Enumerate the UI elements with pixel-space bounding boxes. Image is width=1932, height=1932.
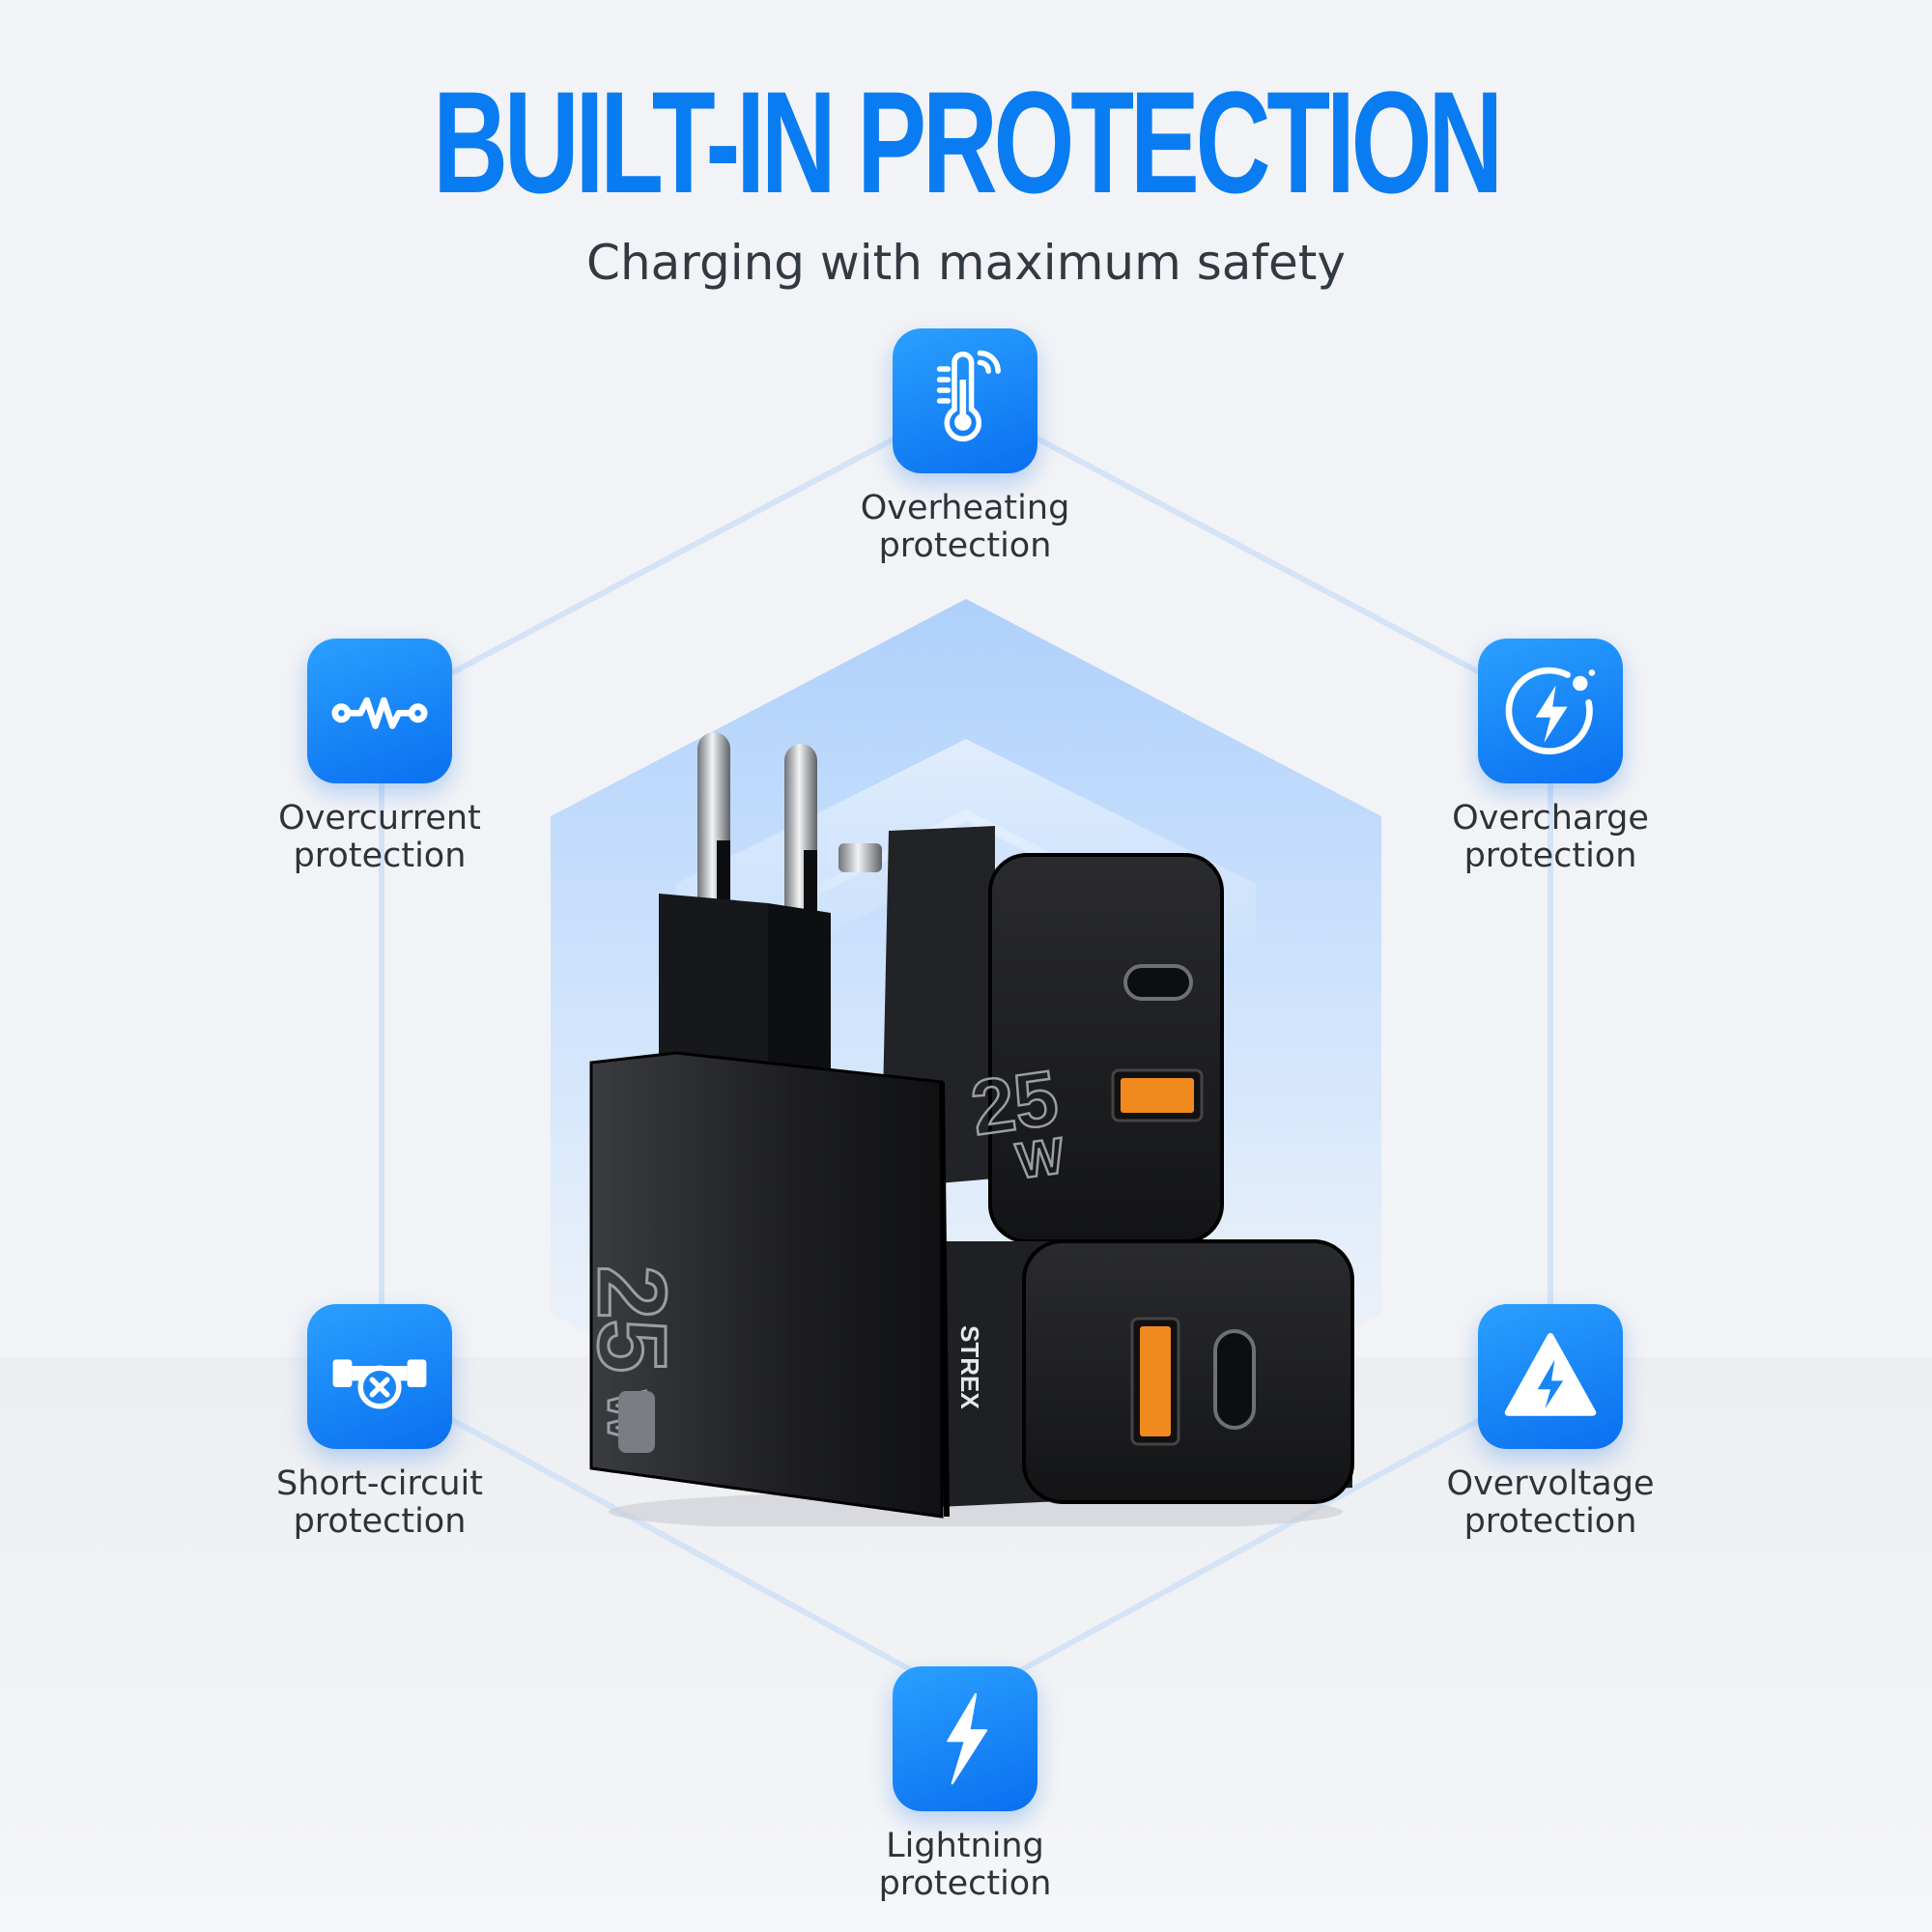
feature-label-overvoltage: Overvoltage protection bbox=[1446, 1464, 1655, 1541]
usb-c-port bbox=[1123, 964, 1193, 1001]
charger-product-image: 25 W STREX 25 W bbox=[577, 732, 1354, 1526]
brand-text: STREX bbox=[955, 1325, 984, 1409]
short-circuit-icon bbox=[332, 1359, 427, 1409]
warning-bolt-icon bbox=[1504, 1332, 1597, 1416]
feature-label-overcurrent: Overcurrent protection bbox=[278, 799, 481, 875]
page-title: BUILT-IN PROTECTION bbox=[433, 61, 1503, 223]
charger-front: 25 W bbox=[577, 732, 950, 1519]
feature-badge-short-circuit bbox=[307, 1304, 452, 1449]
lightning-icon bbox=[947, 1692, 988, 1785]
usb-c-port-bottom bbox=[1213, 1329, 1256, 1430]
page-subtitle: Charging with maximum safety bbox=[586, 235, 1346, 291]
thermometer-icon bbox=[936, 350, 1001, 441]
feature-badge-overvoltage bbox=[1478, 1304, 1623, 1449]
charge-bolt-circle-icon bbox=[1505, 667, 1596, 754]
feature-label-overheating: Overheating protection bbox=[860, 489, 1070, 565]
charger-back: 25 W bbox=[838, 826, 1224, 1243]
feature-label-short-circuit: Short-circuit protection bbox=[275, 1464, 484, 1541]
power-rating-front: 25 bbox=[578, 1265, 686, 1373]
feature-label-lightning: Lightning protection bbox=[878, 1827, 1052, 1903]
power-rating-back: 25 bbox=[966, 1054, 1064, 1151]
feature-badge-overheating bbox=[893, 328, 1037, 473]
unit-rating-back: W bbox=[1013, 1127, 1069, 1189]
charger-bottom: STREX bbox=[937, 1239, 1354, 1507]
feature-badge-overcharge bbox=[1478, 639, 1623, 783]
feature-badge-lightning bbox=[893, 1666, 1037, 1811]
resistor-icon bbox=[331, 696, 428, 729]
feature-label-overcharge: Overcharge protection bbox=[1452, 799, 1649, 875]
feature-badge-overcurrent bbox=[307, 639, 452, 783]
